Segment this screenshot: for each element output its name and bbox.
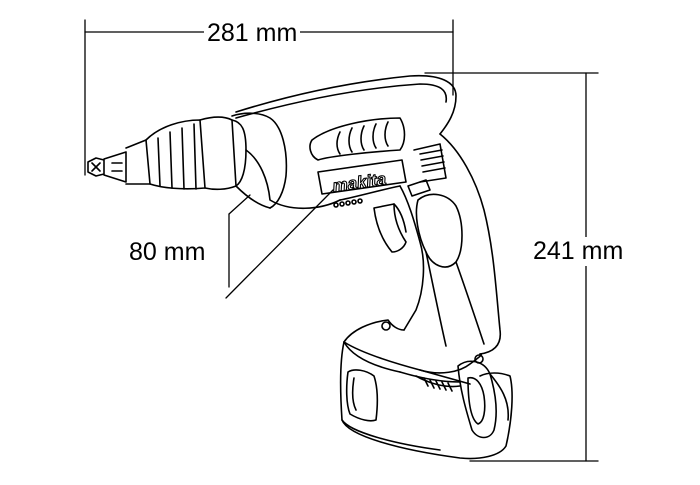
height-label: 241 mm	[533, 237, 624, 266]
indicator-dots	[333, 198, 363, 208]
rear-ribs	[413, 143, 447, 183]
trigger	[373, 203, 407, 253]
motor-housing	[231, 74, 457, 210]
battery-pack	[339, 341, 513, 460]
nose-cone	[145, 116, 247, 191]
length-label: 281 mm	[204, 21, 301, 46]
height-dimension-line	[424, 72, 599, 462]
brand-badge: makita	[317, 159, 407, 196]
reversing-switch	[407, 179, 431, 197]
makita-logo: makita	[331, 169, 387, 195]
handle	[399, 133, 502, 355]
width-dimension-line	[225, 189, 334, 299]
vent-slots	[309, 117, 406, 161]
battery-top	[343, 319, 484, 392]
width-label: 80 mm	[129, 238, 206, 266]
screwdriver-bit	[87, 139, 151, 185]
battery-clip	[457, 360, 510, 439]
